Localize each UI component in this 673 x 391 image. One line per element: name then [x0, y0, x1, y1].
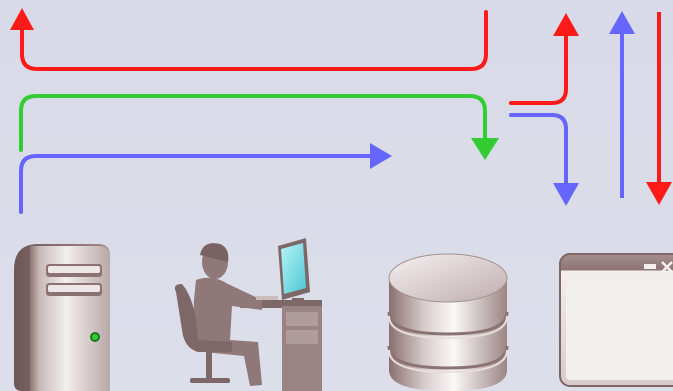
server-tower-icon — [14, 244, 110, 391]
application-window-icon — [559, 253, 673, 387]
blue-arrowhead-up — [609, 11, 635, 34]
blue-arrowhead-right — [370, 143, 392, 169]
green-arrowhead-down — [471, 138, 499, 160]
close-icon[interactable] — [661, 261, 673, 273]
red-arrowhead-up — [10, 8, 34, 30]
blue-vertical-up-arrow — [609, 11, 635, 198]
blue-down-arrow-right — [509, 113, 579, 206]
red-return-arrow — [10, 8, 488, 71]
minimize-icon[interactable] — [644, 264, 656, 269]
red-up-arrow-right — [509, 13, 579, 105]
red-vertical-down-arrow — [646, 12, 672, 205]
user-at-workstation-icon — [174, 238, 322, 391]
blue-arrowhead-down-right — [553, 183, 579, 206]
blue-forward-arrow — [19, 143, 392, 214]
red-arrowhead-up-right — [553, 13, 579, 36]
red-arrowhead-down — [646, 182, 672, 205]
green-request-arrow — [19, 94, 499, 160]
database-icon — [387, 253, 509, 391]
